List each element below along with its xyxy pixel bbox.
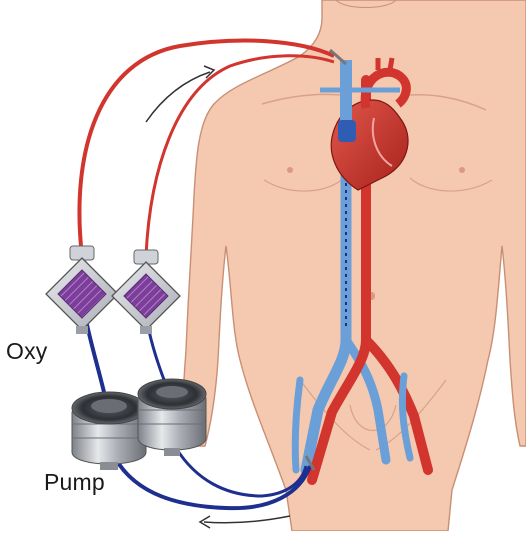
oxygenator-2-outlet <box>140 326 152 334</box>
nipple-left <box>287 167 293 173</box>
oxygenator-label: Oxy <box>6 338 48 365</box>
pump-2-hub <box>156 386 188 398</box>
pump-2 <box>138 379 206 456</box>
flow-arrow-top-shaft <box>146 72 210 122</box>
right-atrium <box>338 120 356 142</box>
pump-label: Pump <box>44 469 105 496</box>
venous-tubing-oxy1-pump1 <box>86 320 104 392</box>
pump-1-hub <box>91 399 127 413</box>
oxygenator-2 <box>112 250 180 334</box>
patient-body <box>183 0 526 531</box>
arch-branch-2 <box>390 58 392 70</box>
oxygenator-1 <box>46 246 118 334</box>
oxygenator-1-outlet <box>76 326 88 334</box>
pump-1 <box>72 392 146 470</box>
pump-2-base <box>164 448 180 456</box>
nipple-right <box>459 167 465 173</box>
flow-arrow-bottom-shaft <box>204 516 290 523</box>
flow-arrow-bottom <box>200 516 290 528</box>
torso-silhouette <box>183 0 526 531</box>
